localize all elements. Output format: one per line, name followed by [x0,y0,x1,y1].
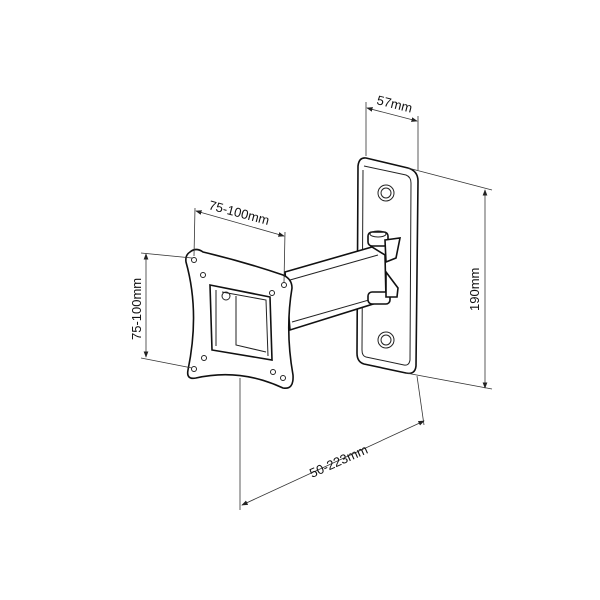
mounting-hole-top [377,184,395,202]
label-plate-height: 190mm [467,268,482,311]
dimension-plate-height: 190mm [405,167,493,390]
label-arm-extension: 50-223mm [307,442,370,481]
pivot-bolt-bottom [367,291,391,305]
label-vesa-vertical: 75-100mm [129,278,144,340]
dimension-arm-extension: 50-223mm [239,375,425,510]
dimension-plate-width: 57mm [365,92,419,170]
vesa-plate [185,248,294,390]
label-plate-width: 57mm [375,92,414,115]
dimension-vesa-vertical: 75-100mm [129,252,193,369]
mounting-hole-bottom [377,331,395,349]
